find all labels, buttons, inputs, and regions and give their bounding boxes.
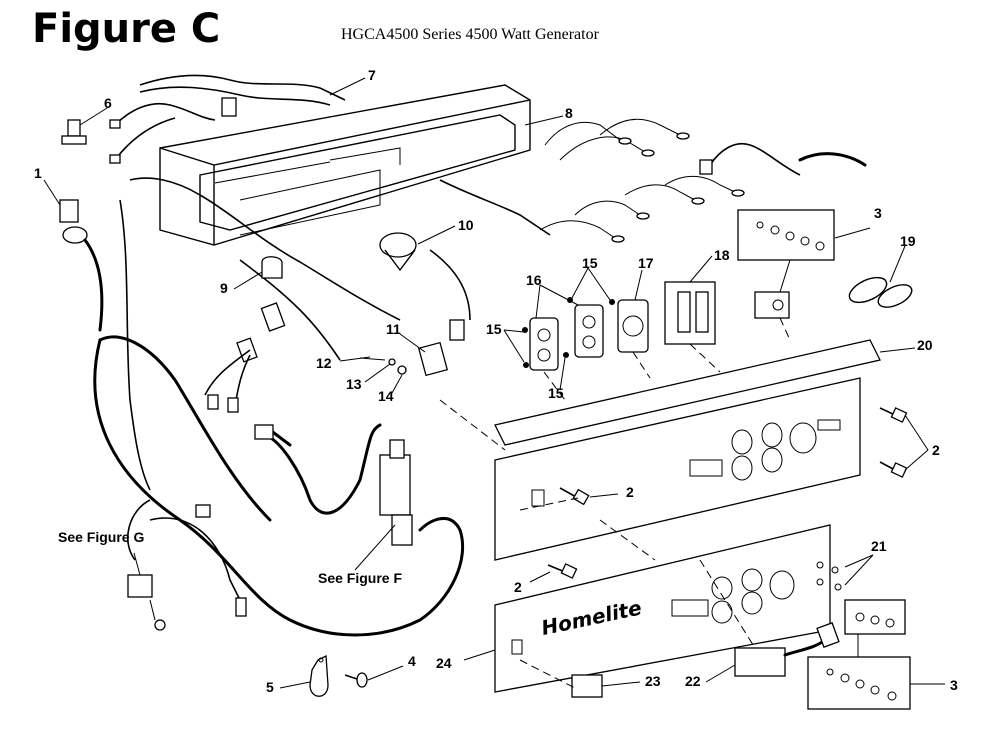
screws-21 [816,561,842,591]
receptacles [529,281,716,371]
part-11-switch [359,341,449,377]
part-6-connector [61,119,87,145]
lead-wires [539,118,867,243]
part-10-rubber-boot [379,232,417,272]
callout-15-bottom: 15 [548,385,564,401]
callout-2-upper-right: 2 [932,442,940,458]
callout-15-left: 15 [486,321,502,337]
part-5-clamp [309,654,329,697]
callout-8: 8 [565,105,573,121]
part-4-screw [344,672,368,688]
part-19-ties [848,276,913,308]
callout-4: 4 [408,653,416,669]
callout-23: 23 [645,673,661,689]
callout-5: 5 [266,679,274,695]
callout-3-bottom: 3 [950,677,958,693]
faceplate-24 [494,524,840,698]
wire-harness [109,74,551,491]
callout-2-middle: 2 [626,484,634,500]
callout-15-right: 15 [582,255,598,271]
callout-21: 21 [871,538,887,554]
callout-16: 16 [526,272,542,288]
assembly-lines [439,317,791,689]
see-figure-f-label: See Figure F [318,570,402,586]
callout-3-top: 3 [874,205,882,221]
bolts-2 [547,407,908,579]
callout-7: 7 [368,67,376,83]
callout-10: 10 [458,217,474,233]
callout-13: 13 [346,376,362,392]
see-figure-g-label: See Figure G [58,529,144,545]
callout-20: 20 [917,337,933,353]
callout-18: 18 [714,247,730,263]
control-box-housing [159,84,531,246]
callout-2-lower-left: 2 [514,579,522,595]
callout-12: 12 [316,355,332,371]
panel-20-frame [494,339,881,561]
part-1-sensor [59,199,104,332]
callout-9: 9 [220,280,228,296]
figure-subtitle: HGCA4500 Series 4500 Watt Generator [341,26,599,43]
callout-24: 24 [436,655,452,671]
callout-19: 19 [900,233,916,249]
part-9-clip [261,256,283,279]
hardware-inset-bottom [807,599,911,710]
figure-title: Figure C [32,6,221,52]
hardware-inset-top [737,209,835,319]
callout-14: 14 [378,388,394,404]
callout-22: 22 [685,673,701,689]
leader-lines [43,77,945,689]
callout-17: 17 [638,255,654,271]
main-cable [93,335,465,637]
callout-1: 1 [34,165,42,181]
callout-6: 6 [104,95,112,111]
callout-11: 11 [386,321,401,337]
